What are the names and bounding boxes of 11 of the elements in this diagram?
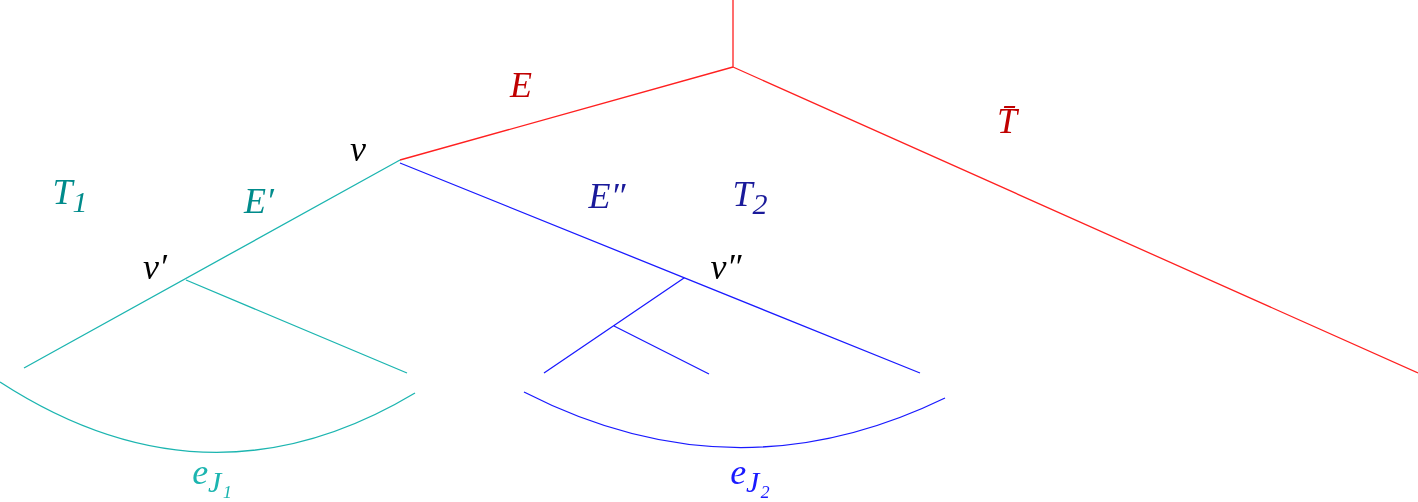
vertex-label: v′ bbox=[143, 249, 167, 287]
tree-label: T$_{1}$ bbox=[52, 174, 88, 218]
arc-label: e$_{J₂}$ bbox=[730, 454, 770, 498]
math-symbol: E″ bbox=[588, 178, 626, 216]
vertex-label: v″ bbox=[710, 249, 742, 287]
vertex-label: v bbox=[350, 131, 366, 169]
arc-label: e$_{J₁}$ bbox=[192, 454, 232, 498]
math-symbol: E′ bbox=[244, 183, 274, 221]
tree-label: T̄ bbox=[997, 103, 1017, 141]
math-symbol: E bbox=[510, 67, 532, 105]
tree-label: T$_{2}$ bbox=[732, 176, 768, 220]
